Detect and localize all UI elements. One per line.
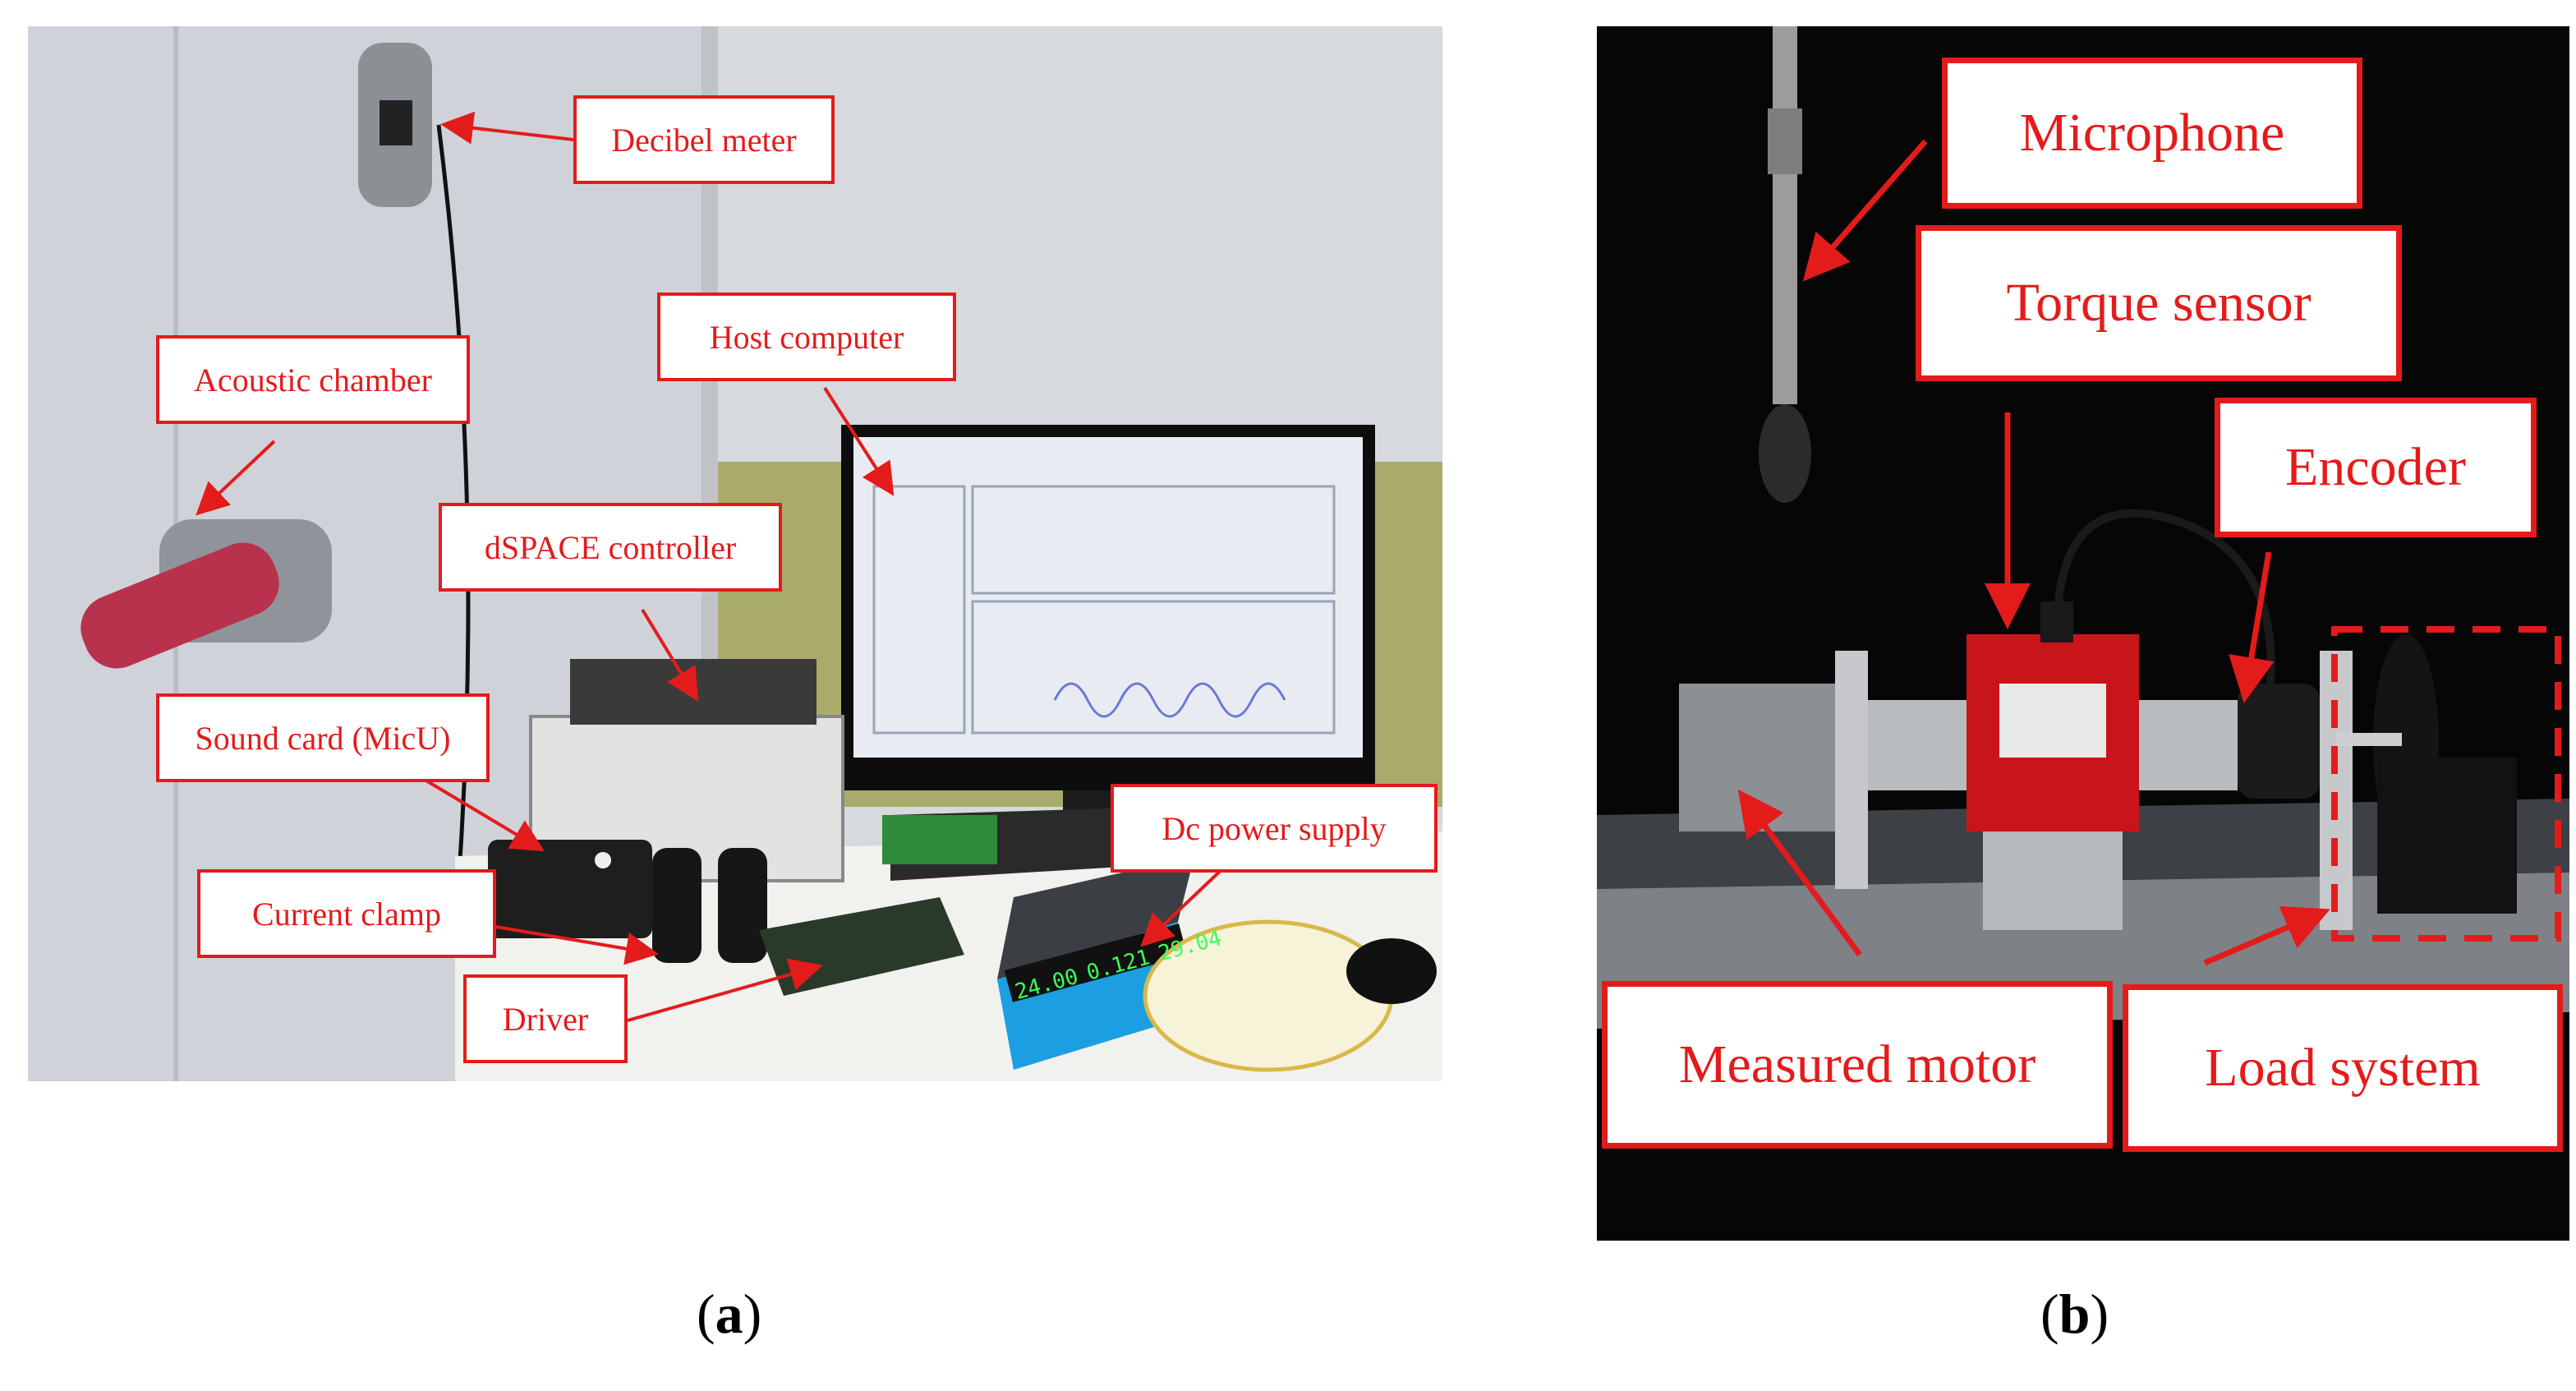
label-decibel-meter-text: Decibel meter: [611, 121, 797, 159]
label-acoustic-chamber-text: Acoustic chamber: [194, 361, 432, 398]
label-host-computer-text: Host computer: [709, 318, 904, 356]
label-driver: Driver: [463, 974, 628, 1063]
label-torque-sensor: Torque sensor: [1916, 225, 2402, 381]
caption-b-letter: b: [2058, 1283, 2091, 1345]
label-measured-motor: Measured motor: [1602, 981, 2113, 1149]
label-torque-sensor-text: Torque sensor: [2006, 273, 2312, 333]
label-sound-card-text: Sound card (MicU): [195, 719, 451, 757]
label-current-clamp-text: Current clamp: [252, 895, 441, 933]
label-dc-power-supply-text: Dc power supply: [1162, 809, 1387, 847]
photo-panel-b: Microphone Torque sensor Encoder Measure…: [1597, 26, 2569, 1241]
caption-a: (a): [697, 1283, 762, 1345]
photo-panel-a: 24.00 0.121 29.04 Decibel meter Acoustic…: [28, 26, 1442, 1081]
label-driver-text: Driver: [502, 1000, 589, 1038]
caption-b: (b): [2040, 1283, 2109, 1345]
label-sound-card: Sound card (MicU): [156, 693, 490, 782]
label-encoder: Encoder: [2215, 398, 2537, 537]
caption-a-letter: a: [715, 1283, 743, 1345]
label-dspace-controller-text: dSPACE controller: [484, 528, 737, 566]
label-acoustic-chamber: Acoustic chamber: [156, 335, 470, 424]
label-current-clamp: Current clamp: [197, 869, 496, 958]
label-dc-power-supply: Dc power supply: [1111, 784, 1438, 873]
label-microphone-text: Microphone: [2019, 103, 2285, 163]
label-host-computer: Host computer: [657, 292, 956, 381]
label-decibel-meter: Decibel meter: [573, 95, 835, 184]
label-microphone: Microphone: [1942, 58, 2362, 209]
label-encoder-text: Encoder: [2285, 437, 2466, 497]
label-load-system: Load system: [2123, 984, 2563, 1152]
label-dspace-controller: dSPACE controller: [439, 503, 782, 592]
label-measured-motor-text: Measured motor: [1678, 1034, 2036, 1094]
label-load-system-text: Load system: [2205, 1038, 2481, 1098]
